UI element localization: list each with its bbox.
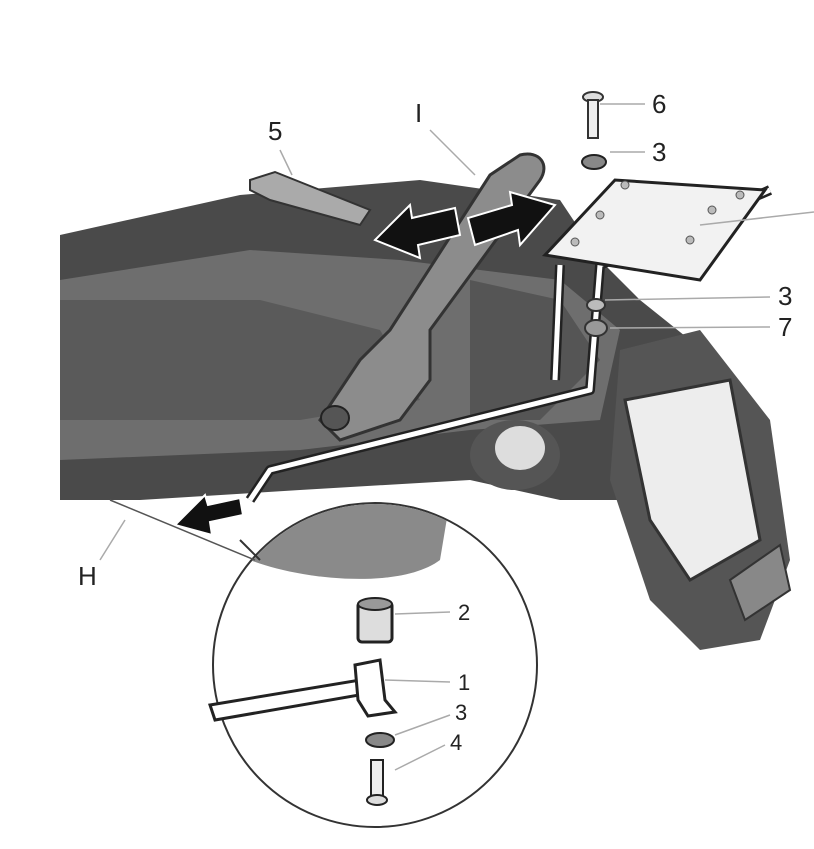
label-3-detail: 3 [455, 700, 467, 725]
label-3-mid: 3 [778, 281, 792, 311]
label-i: I [415, 98, 422, 128]
label-2: 2 [458, 600, 470, 625]
washer-part-3-top [581, 154, 607, 170]
label-4: 4 [450, 730, 462, 755]
spacer-part-7 [584, 319, 608, 337]
license-plate-mudguard [470, 330, 792, 650]
bolt-part-6 [582, 91, 604, 139]
label-6: 6 [652, 89, 666, 119]
label-1: 1 [458, 670, 470, 695]
arrow-icon [173, 190, 557, 537]
bracket-part-5 [249, 170, 372, 227]
leader-lines [99, 103, 814, 771]
washer-part-3-mid [586, 298, 606, 312]
label-5: 5 [268, 116, 282, 146]
label-3-top: 3 [652, 137, 666, 167]
label-h: H [78, 561, 97, 591]
top-plate [541, 178, 768, 282]
detail-magnifier [208, 502, 538, 828]
label-7: 7 [778, 312, 792, 342]
